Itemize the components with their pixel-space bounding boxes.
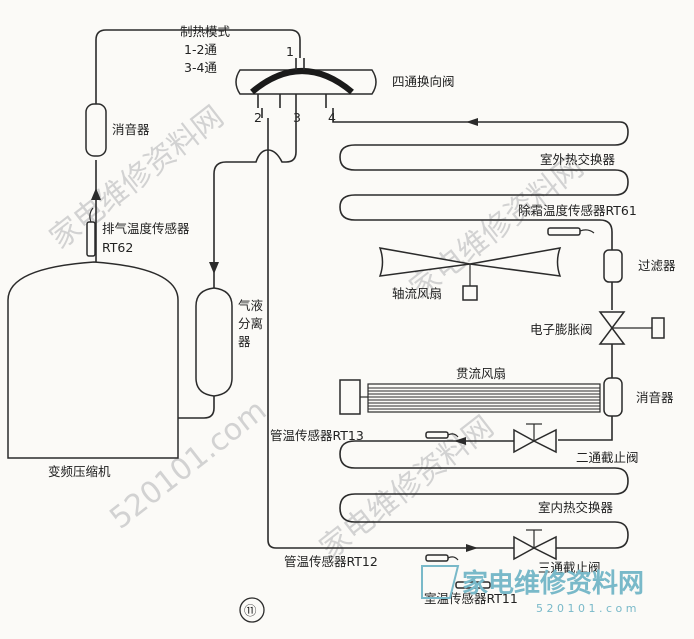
crossflow-fan-label: 贯流风扇 bbox=[456, 366, 506, 381]
sensor-lead bbox=[447, 556, 459, 561]
port-2-label: 2 bbox=[254, 110, 262, 125]
two-way-valve-left bbox=[513, 428, 536, 454]
flow-arrow bbox=[91, 188, 101, 200]
port1-pipe bbox=[295, 58, 305, 70]
compressor-body bbox=[7, 261, 179, 459]
logo-brand: 家电维修资料网 bbox=[462, 568, 644, 599]
port-1-label: 1 bbox=[286, 44, 294, 59]
pipe-sensor-rt13-label: 管温传感器RT13 bbox=[270, 428, 364, 443]
three-way-valve-label: 三通截止阀 bbox=[538, 560, 601, 575]
crossflow-fan bbox=[339, 379, 601, 415]
exhaust-temp-sensor bbox=[86, 221, 96, 257]
gas-liquid-separator bbox=[195, 287, 233, 397]
exhaust-sensor-label: 排气温度传感器 bbox=[102, 221, 190, 236]
port-3-label: 3 bbox=[293, 110, 301, 125]
sensor-lead bbox=[89, 207, 94, 223]
discharge-to-valve-pipe bbox=[95, 29, 301, 104]
pipe-sensor-rt12 bbox=[425, 554, 449, 562]
logo-site: 5 2 0 1 0 1 . c o m bbox=[536, 602, 636, 615]
fan-motor bbox=[462, 285, 478, 301]
indoor-heat-exchanger bbox=[339, 437, 629, 549]
mode-title: 制热模式 bbox=[180, 24, 231, 39]
fan-blade-right bbox=[469, 247, 562, 277]
three-way-valve-left bbox=[513, 535, 536, 561]
pipe-sensor-rt13 bbox=[425, 431, 449, 439]
outdoor-heat-exchanger bbox=[339, 131, 629, 250]
crossflow-rotor bbox=[367, 383, 601, 413]
port4-pipe bbox=[332, 108, 629, 133]
indoor-hx-label: 室内热交换器 bbox=[538, 500, 614, 515]
filter bbox=[603, 249, 623, 283]
separator-label-3: 器 bbox=[238, 334, 251, 349]
filter-label: 过滤器 bbox=[638, 258, 676, 273]
outdoor-hx-label: 室外热交换器 bbox=[540, 152, 616, 167]
flow-arrow bbox=[466, 544, 478, 552]
suction-pipe bbox=[213, 108, 297, 296]
room-temp-sensor bbox=[455, 581, 491, 589]
muffler-out-pipe bbox=[558, 416, 613, 441]
indoor-coil bbox=[339, 440, 629, 549]
flow-arrow bbox=[209, 262, 219, 274]
defrost-sensor bbox=[547, 227, 581, 236]
mode-line1: 1-2通 bbox=[184, 42, 217, 57]
separator-label-1: 气液 bbox=[238, 298, 264, 313]
muffler-right bbox=[603, 377, 623, 417]
room-sensor-label: 室温传感器RT11 bbox=[424, 591, 518, 606]
fan-blade-left bbox=[378, 247, 471, 277]
port-4-label: 4 bbox=[328, 110, 336, 125]
two-way-valve-right bbox=[532, 428, 557, 454]
flow-arrow bbox=[454, 437, 466, 445]
watermark-logo: 家电维修资料网 5 2 0 1 0 1 . c o m bbox=[421, 565, 644, 615]
flow-arrow bbox=[466, 118, 478, 126]
return-pipe bbox=[267, 118, 514, 549]
mode-line2: 3-4通 bbox=[184, 60, 217, 75]
logo-mark-icon bbox=[421, 565, 460, 599]
eev-label: 电子膨胀阀 bbox=[530, 322, 593, 337]
eev-coil bbox=[651, 317, 665, 339]
four-way-valve: 1 2 3 4 bbox=[235, 44, 377, 125]
muffler-top-label: 消音器 bbox=[112, 122, 150, 137]
sensor-lead bbox=[447, 433, 459, 438]
axial-fan-label: 轴流风扇 bbox=[392, 286, 442, 301]
three-way-valve-right bbox=[532, 535, 557, 561]
axial-fan bbox=[378, 247, 562, 301]
two-way-valve-label: 二通截止阀 bbox=[576, 450, 639, 465]
defrost-sensor-label: 除霜温度传感器RT61 bbox=[518, 203, 637, 218]
valve-ports bbox=[257, 94, 327, 108]
figure-number: ⑪ bbox=[244, 603, 257, 618]
crossflow-motor bbox=[339, 379, 361, 415]
exhaust-sensor-id: RT62 bbox=[102, 240, 133, 255]
separator-to-compressor-pipe bbox=[178, 396, 215, 419]
separator-label-2: 分离 bbox=[238, 316, 263, 331]
figure-number-circle bbox=[239, 597, 265, 623]
compressor-label: 变频压缩机 bbox=[48, 464, 111, 479]
eev-upper bbox=[598, 311, 626, 330]
sensor-lead bbox=[579, 229, 595, 234]
valve-label: 四通换向阀 bbox=[392, 74, 455, 89]
hx-coil bbox=[339, 131, 629, 250]
pipe-sensor-rt12-label: 管温传感器RT12 bbox=[284, 554, 378, 569]
muffler-right-label: 消音器 bbox=[636, 390, 674, 405]
eev-lower bbox=[598, 326, 626, 345]
valve-slider bbox=[250, 68, 354, 95]
muffler-top bbox=[85, 103, 107, 157]
